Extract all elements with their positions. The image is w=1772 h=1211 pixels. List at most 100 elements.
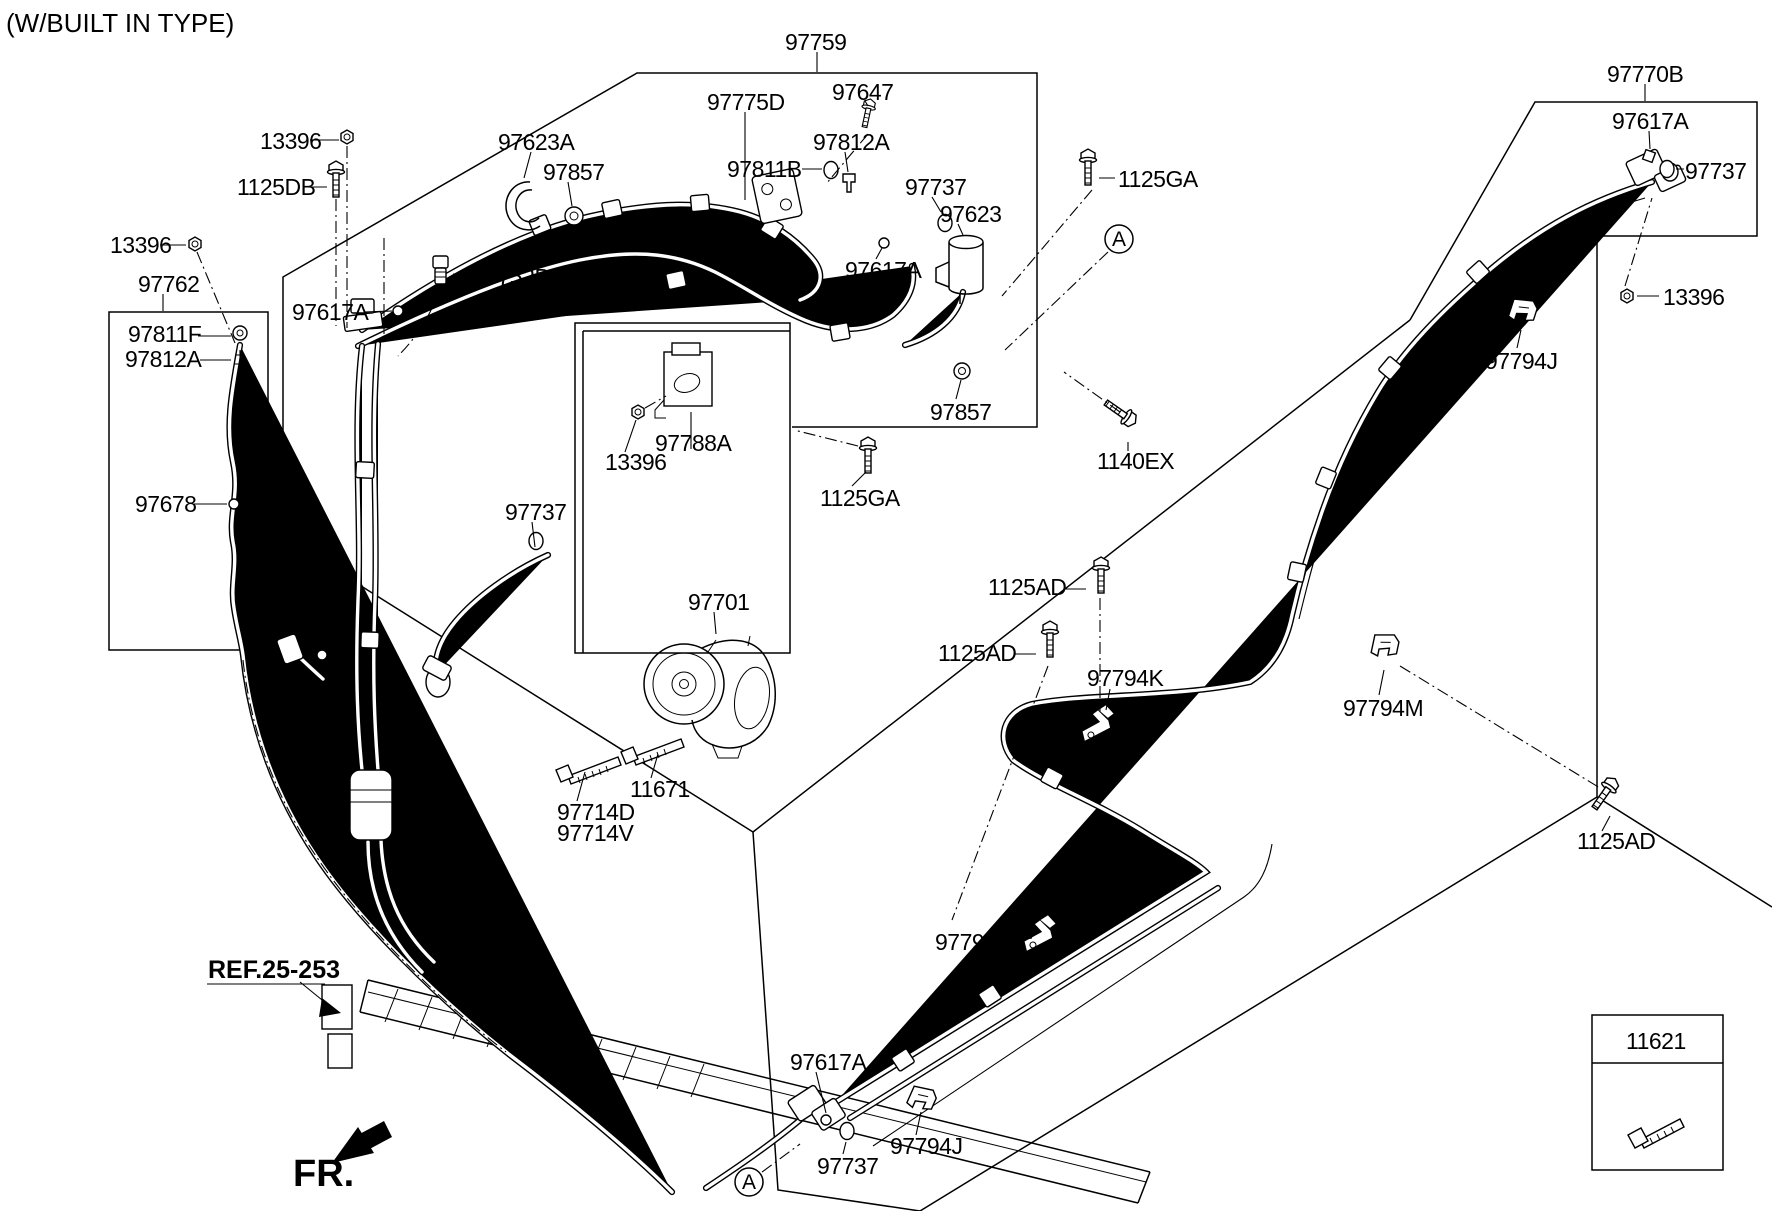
- oring-icon: [823, 160, 839, 180]
- bolt-icon: [1091, 556, 1111, 594]
- part-label-97788a: 97788A: [655, 430, 732, 456]
- compressor-drawing: [643, 635, 776, 759]
- mount-bolts: [555, 738, 685, 785]
- part-label-1125ad-3: 1125AD: [1577, 828, 1655, 854]
- part-label-97811f: 97811F: [128, 321, 202, 347]
- part-label-97857-top: 97857: [543, 159, 604, 185]
- part-label-97759: 97759: [785, 29, 846, 55]
- part-label-97617a-tr: 97617A: [1612, 108, 1689, 134]
- part-label-97857-mid: 97857: [930, 399, 991, 425]
- clip-icon: [842, 173, 856, 193]
- condenser-ref-label: REF.25-253: [208, 956, 340, 984]
- clamp-icon: [505, 181, 541, 231]
- part-label-97794j-right: 97794J: [1485, 348, 1557, 374]
- part-label-97617a-mid: 97617A: [845, 257, 922, 283]
- clip-icon: [1370, 630, 1401, 661]
- oring-icon: [392, 305, 404, 317]
- part-label-97794k-2: 97794K: [935, 929, 1012, 955]
- part-label-97737-top: 97737: [905, 174, 966, 200]
- section-marker-label: A: [742, 1171, 756, 1194]
- part-label-1125db: 1125DB: [237, 174, 316, 200]
- cap-icon: [839, 1121, 855, 1141]
- section-marker-a-bottom: A: [734, 1167, 764, 1197]
- cap-icon: [528, 531, 544, 551]
- part-label-97623: 97623: [940, 201, 1001, 227]
- part-label-97737-b: 97737: [817, 1153, 878, 1179]
- pin-icon: [234, 350, 246, 370]
- part-label-1140ex: 1140EX: [1097, 448, 1174, 474]
- clip-icon: [905, 1081, 940, 1116]
- small-part-icons: [188, 96, 1675, 1141]
- part-label-97812a-left: 97812A: [125, 346, 202, 372]
- inset-box-11621: [1591, 1014, 1724, 1171]
- bolt-icon: [326, 160, 346, 198]
- section-marker-label: A: [1112, 228, 1126, 251]
- tube-fittings: [276, 148, 1687, 1131]
- oring-icon: [820, 1114, 832, 1126]
- cap-icon: [1659, 159, 1675, 179]
- front-label: FR.: [293, 1153, 354, 1195]
- part-label-97714v: 97714V: [557, 820, 634, 846]
- oring-icon: [316, 649, 328, 661]
- part-label-97701: 97701: [688, 589, 749, 615]
- valve-block-icon: [654, 342, 713, 419]
- bolt-icon: [1586, 773, 1623, 814]
- nut-icon: [631, 404, 645, 420]
- part-label-97812a-top: 97812A: [813, 129, 890, 155]
- part-label-97811b: 97811B: [727, 156, 802, 182]
- nut-icon: [188, 236, 202, 252]
- nut-icon: [1620, 288, 1634, 304]
- type-note: (W/BUILT IN TYPE): [6, 8, 234, 38]
- refrigerant-lines: [229, 182, 1652, 1192]
- condenser-drawing: [321, 979, 1151, 1204]
- part-label-97714d: 97714D: [557, 799, 635, 825]
- part-label-97794m: 97794M: [1343, 695, 1423, 721]
- box-97759: [282, 72, 1038, 537]
- box-97788a: [574, 322, 791, 654]
- part-label-97794j-b: 97794J: [890, 1133, 962, 1159]
- receiver-icon: [935, 234, 984, 304]
- section-marker-a-top: A: [1104, 224, 1134, 254]
- oring-icon: [228, 498, 240, 510]
- part-label-97678-1: 97678: [135, 491, 196, 517]
- inset-part-label-11621: 11621: [1626, 1028, 1686, 1054]
- centerlines: [196, 133, 1653, 1173]
- part-label-1125ga-top: 1125GA: [1118, 166, 1199, 192]
- part-label-97623a: 97623A: [498, 129, 575, 155]
- bolt-icon: [1078, 148, 1098, 186]
- nut-icon: [340, 129, 354, 145]
- part-label-13396-c: 13396: [605, 449, 666, 475]
- part-label-97737-tr: 97737: [1685, 158, 1746, 184]
- part-label-97752b: 97752B: [473, 264, 549, 290]
- part-label-97617a-c: 97617A: [292, 299, 369, 325]
- bolt-icon: [1100, 394, 1141, 431]
- grommet-icon: [953, 362, 971, 380]
- part-label-13396-left: 13396: [110, 232, 171, 258]
- part-label-1125ga-c: 1125GA: [820, 485, 901, 511]
- nut-icon: [232, 325, 248, 341]
- part-label-97737-c: 97737: [505, 499, 566, 525]
- part-labels: (W/BUILT IN TYPE) 97759 97775D 97647 133…: [6, 8, 1747, 1195]
- part-label-1125ad-1: 1125AD: [988, 574, 1066, 600]
- front-direction-arrow: [332, 1121, 392, 1163]
- part-label-1125ad-2: 1125AD: [938, 640, 1016, 666]
- bolt-icon: [858, 436, 878, 474]
- part-label-97762: 97762: [138, 271, 199, 297]
- clip-icon: [1641, 148, 1657, 164]
- bolt-icon: [1040, 620, 1060, 658]
- part-label-97678-2: 97678: [288, 611, 349, 637]
- part-label-97647: 97647: [832, 79, 893, 105]
- grommet-icon: [564, 206, 584, 226]
- part-label-11671: 11671: [630, 776, 690, 802]
- muffler-shape: [349, 769, 393, 841]
- leader-lines: [160, 52, 1684, 1155]
- part-label-97794k-1: 97794K: [1087, 665, 1164, 691]
- part-label-97775d: 97775D: [707, 89, 785, 115]
- part-label-97770b: 97770B: [1607, 61, 1683, 87]
- oring-icon: [878, 237, 890, 249]
- part-label-13396-top: 13396: [260, 128, 321, 154]
- part-label-97617a-b: 97617A: [790, 1049, 867, 1075]
- box-bottom: [752, 831, 921, 1211]
